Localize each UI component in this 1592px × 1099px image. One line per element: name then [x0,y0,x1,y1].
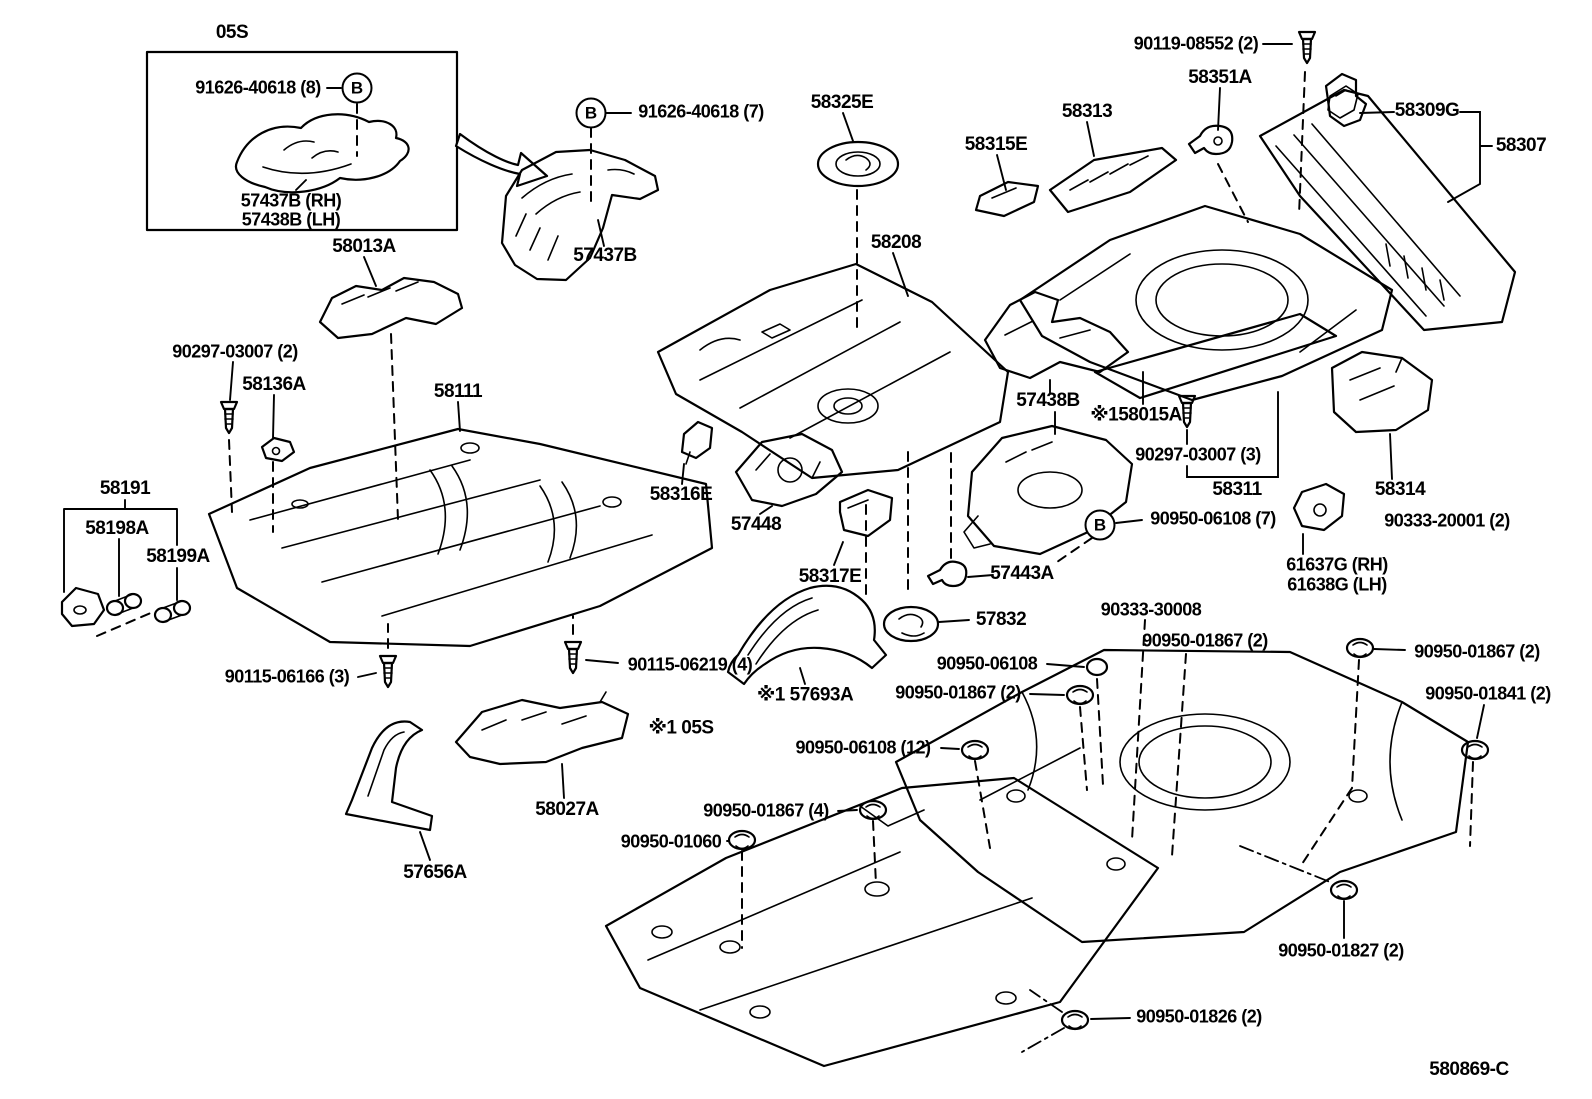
fastener-label-90950-01060: 90950-01060 [620,831,722,852]
part-label-57438b-lh: 57438B (LH) [241,209,341,230]
spec-note-105s: ※1 05S [648,717,714,739]
part-label-58317e: 58317E [798,566,862,587]
fastener-90297-03007-3 [1177,391,1279,478]
part-label-58199a: 58199A [146,546,210,567]
part-label-58309g: 58309G [1394,100,1460,121]
part-58307-rear-panel [1258,85,1517,332]
fastener-label-90333-30008: 90333-30008 [1100,599,1202,620]
part-rear-floor-pan [1018,204,1394,402]
part-58314 [1330,350,1434,480]
fastener-label-90950-06108: 90950-06108 [936,653,1038,674]
part-57693a-brace [726,584,888,686]
part-57656a [344,720,434,861]
part-58315e [974,154,1040,218]
fastener-label-90333-20001: 90333-20001 (2) [1384,510,1510,531]
fastener-label-91626-40618-7: 91626-40618 (7) [638,101,764,122]
callout-b3-leader [1053,519,1143,565]
part-57448 [734,432,844,515]
part-57832-grommet [882,605,970,643]
part-58208-center-floor-pan [656,189,1010,480]
fastener-label-90950-01867-4: 90950-01867 (4) [703,800,829,821]
part-label-61638g-lh: 61638G (LH) [1287,574,1387,595]
part-57438b [983,290,1144,435]
part-58317e [833,451,909,599]
fastener-label-90115-06166: 90115-06166 (3) [224,666,350,687]
front-floor-silencer-pad [604,776,1160,1068]
part-label-58316e: 58316E [649,484,713,505]
part-57437b-bracket [500,112,660,282]
part-label-61637g-rh: 61637G (RH) [1286,554,1388,575]
fastener-label-90950-01841: 90950-01841 (2) [1425,683,1551,704]
part-58027a [454,691,630,799]
part-label-57656a: 57656A [403,862,467,883]
fastener-label-90950-01867-2-left: 90950-01867 (2) [895,682,1021,703]
fastener-label-91626-40618-8: 91626-40618 (8) [195,77,321,98]
fastener-clips [726,619,1490,1053]
part-58015a-assembly [963,424,1134,556]
rear-floor-silencer-pad [894,648,1470,944]
fastener-90297-03007-2 [219,361,239,513]
part-label-57437b-rh: 57437B (RH) [240,190,342,211]
part-label-58198a: 58198A [85,518,149,539]
part-58316e [680,420,714,485]
fastener-label-90119-08552: 90119-08552 (2) [1133,33,1259,54]
fastener-label-90950-01826: 90950-01826 (2) [1136,1006,1262,1027]
part-label-57437b: 57437B [573,245,637,266]
part-label-58191: 58191 [99,478,151,499]
part-58309g [1324,72,1395,128]
part-label-57832: 57832 [975,609,1027,630]
part-label-57448: 57448 [730,514,782,535]
part-label-58351a: 58351A [1188,67,1252,88]
part-label-58027a: 58027A [535,799,599,820]
part-label-58311: 58311 [1212,479,1262,500]
part-label-58013a: 58013A [332,236,396,257]
callout-b-icon: B [341,72,373,104]
inset-spec-code: 05S [215,22,249,43]
fastener-label-90950-01867-2-right: 90950-01867 (2) [1414,641,1540,662]
part-58111-front-floor-pan [207,401,714,648]
fastener-90115-06219 [563,615,619,675]
part-label-58314: 58314 [1374,479,1426,500]
part-61637g [1292,482,1346,555]
part-58013a [318,256,464,521]
fastener-label-90950-01867-2-mid: 90950-01867 (2) [1142,630,1268,651]
fastener-label-90950-01827: 90950-01827 (2) [1278,940,1404,961]
part-58325e [816,112,900,188]
part-label-57443a: 57443A [990,563,1054,584]
fastener-90115-06166 [357,623,398,689]
part-label-58325e: 58325E [810,92,874,113]
pointer-arrow [454,132,549,188]
part-58136a [260,394,296,533]
part-label-57438b: 57438B [1016,390,1080,411]
fastener-label-90115-06219: 90115-06219 (4) [627,654,753,675]
fastener-label-90950-06108-7: 90950-06108 (7) [1150,508,1276,529]
fastener-label-90297-03007-3: 90297-03007 (3) [1135,444,1261,465]
part-label-58015a: ※158015A [1090,404,1182,426]
part-label-58313: 58313 [1061,101,1113,122]
part-label-58315e: 58315E [964,134,1028,155]
drawing-code: 580869-C [1429,1059,1509,1080]
callout-b-icon: B [1084,509,1116,541]
part-label-58208: 58208 [870,232,922,253]
part-label-58307: 58307 [1495,135,1547,156]
part-label-58136a: 58136A [242,374,306,395]
part-58351a [1187,87,1249,223]
callout-b-icon: B [575,97,607,129]
part-58313 [1048,121,1178,214]
fastener-90119-08552 [1262,30,1317,216]
part-58191-group [60,499,192,637]
part-57443a [926,451,994,588]
part-label-58111: 58111 [433,381,483,402]
part-label-57693a: ※1 57693A [756,684,854,706]
fastener-label-90950-06108-12: 90950-06108 (12) [795,737,931,758]
fastener-label-90297-03007-2: 90297-03007 (2) [172,341,298,362]
